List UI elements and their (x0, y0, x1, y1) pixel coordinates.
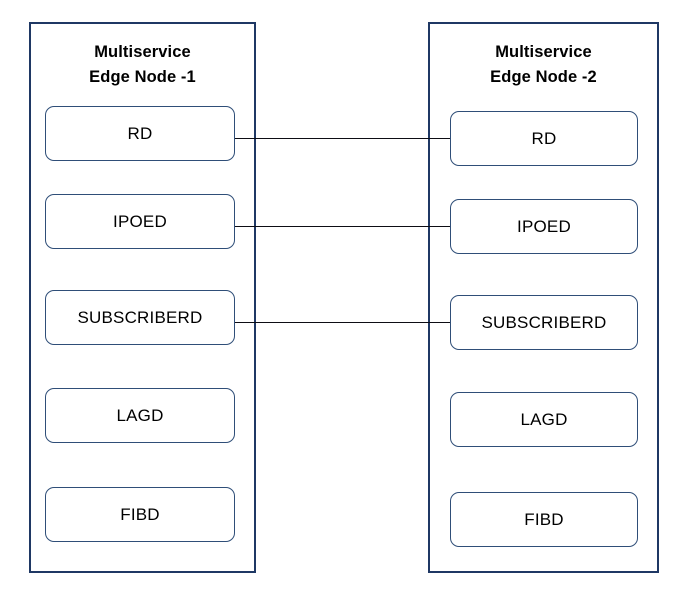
service-box-subscriberd-2[interactable]: SUBSCRIBERD (450, 295, 638, 350)
service-box-subscriberd-1[interactable]: SUBSCRIBERD (45, 290, 235, 345)
node-1-title-line-2: Edge Node -1 (89, 68, 196, 86)
connector-ipoed[interactable] (235, 226, 450, 227)
node-2-title-line-1: Multiservice (495, 43, 592, 61)
service-box-fibd-1[interactable]: FIBD (45, 487, 235, 542)
service-box-lagd-2[interactable]: LAGD (450, 392, 638, 447)
node-1-title: Multiservice Edge Node -1 (31, 40, 254, 90)
service-box-rd-1[interactable]: RD (45, 106, 235, 161)
connector-rd[interactable] (235, 138, 450, 139)
connector-subscriberd[interactable] (235, 322, 450, 323)
service-box-fibd-2[interactable]: FIBD (450, 492, 638, 547)
service-box-rd-2[interactable]: RD (450, 111, 638, 166)
node-2-title-line-2: Edge Node -2 (490, 68, 597, 86)
service-box-lagd-1[interactable]: LAGD (45, 388, 235, 443)
service-box-ipoed-1[interactable]: IPOED (45, 194, 235, 249)
node-2-title: Multiservice Edge Node -2 (430, 40, 657, 90)
node-1-title-line-1: Multiservice (94, 43, 191, 61)
service-box-ipoed-2[interactable]: IPOED (450, 199, 638, 254)
